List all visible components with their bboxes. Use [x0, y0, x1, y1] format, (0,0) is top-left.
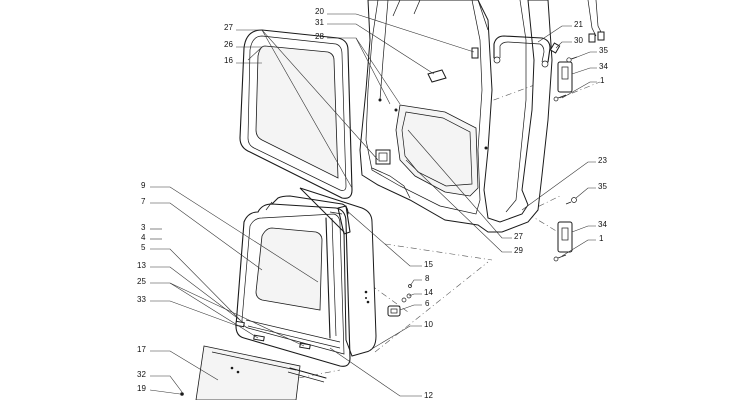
- bottom-glass-panel: [180, 345, 327, 400]
- callout-23: 23: [598, 156, 607, 165]
- lower-window-sash: [235, 195, 351, 367]
- callout-17: 17: [137, 345, 146, 354]
- callout-28: 28: [315, 32, 324, 41]
- callout-35-lower: 35: [598, 182, 607, 191]
- door-frame: [359, 0, 553, 233]
- callout-27-lower: 27: [514, 232, 523, 241]
- callout-20: 20: [315, 7, 324, 16]
- callout-13: 13: [137, 261, 146, 270]
- callout-34-upper: 34: [599, 62, 608, 71]
- callout-19: 19: [137, 384, 146, 393]
- lower-latch-hardware: [553, 197, 577, 262]
- leader-lines: [149, 13, 597, 397]
- callout-9: 9: [141, 181, 146, 190]
- callout-21: 21: [574, 20, 583, 29]
- callout-25: 25: [137, 277, 146, 286]
- callout-5: 5: [141, 243, 146, 252]
- lower-door-panel: [299, 187, 377, 357]
- callout-29: 29: [514, 246, 523, 255]
- callout-27-upper: 27: [224, 23, 233, 32]
- wiring-harness: [587, 0, 605, 43]
- callout-14: 14: [424, 288, 433, 297]
- rear-glass-with-seal: [239, 29, 353, 199]
- callout-7: 7: [141, 197, 146, 206]
- lock-assembly: [387, 284, 412, 317]
- callout-12: 12: [424, 391, 433, 400]
- callout-33: 33: [137, 295, 146, 304]
- callout-31: 31: [315, 18, 324, 27]
- grab-handle: [493, 35, 551, 68]
- callout-6: 6: [425, 299, 430, 308]
- callout-30: 30: [574, 36, 583, 45]
- callout-4: 4: [141, 233, 146, 242]
- callout-3: 3: [141, 223, 146, 232]
- callout-35-upper: 35: [599, 46, 608, 55]
- callout-26: 26: [224, 40, 233, 49]
- callout-15: 15: [424, 260, 433, 269]
- callout-1-upper: 1: [600, 76, 605, 85]
- callout-8: 8: [425, 274, 430, 283]
- callout-34-lower: 34: [598, 220, 607, 229]
- upper-latch-hardware: [549, 42, 578, 102]
- callout-labels: 27 26 16 20 31 28 21 30 35 34 1 23 35 34…: [137, 7, 608, 400]
- callout-16: 16: [224, 56, 233, 65]
- callout-32: 32: [137, 370, 146, 379]
- callout-1-lower: 1: [599, 234, 604, 243]
- callout-10: 10: [424, 320, 433, 329]
